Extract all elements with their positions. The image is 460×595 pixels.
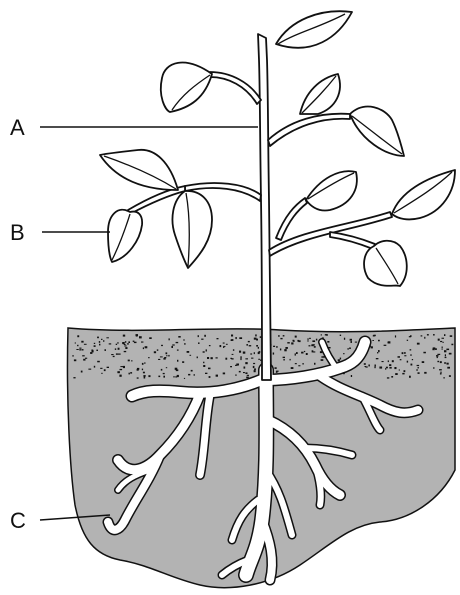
leaf-bottom-right (364, 241, 407, 286)
leaf-left-lower (108, 210, 142, 262)
label-a: A (10, 115, 25, 140)
leaf-hanging-center (172, 191, 212, 268)
leaf-right-mid (350, 107, 404, 156)
leaf-upper-left (161, 63, 212, 112)
leaf-far-right (392, 170, 455, 219)
leaf-upper-right-small (300, 74, 340, 114)
label-c: C (10, 508, 26, 533)
leaf-top-right (276, 11, 352, 48)
main-stem (258, 34, 271, 380)
leaf-left-top (100, 150, 178, 190)
label-b: B (10, 220, 25, 245)
leaf-right-upper-lower (306, 171, 357, 210)
